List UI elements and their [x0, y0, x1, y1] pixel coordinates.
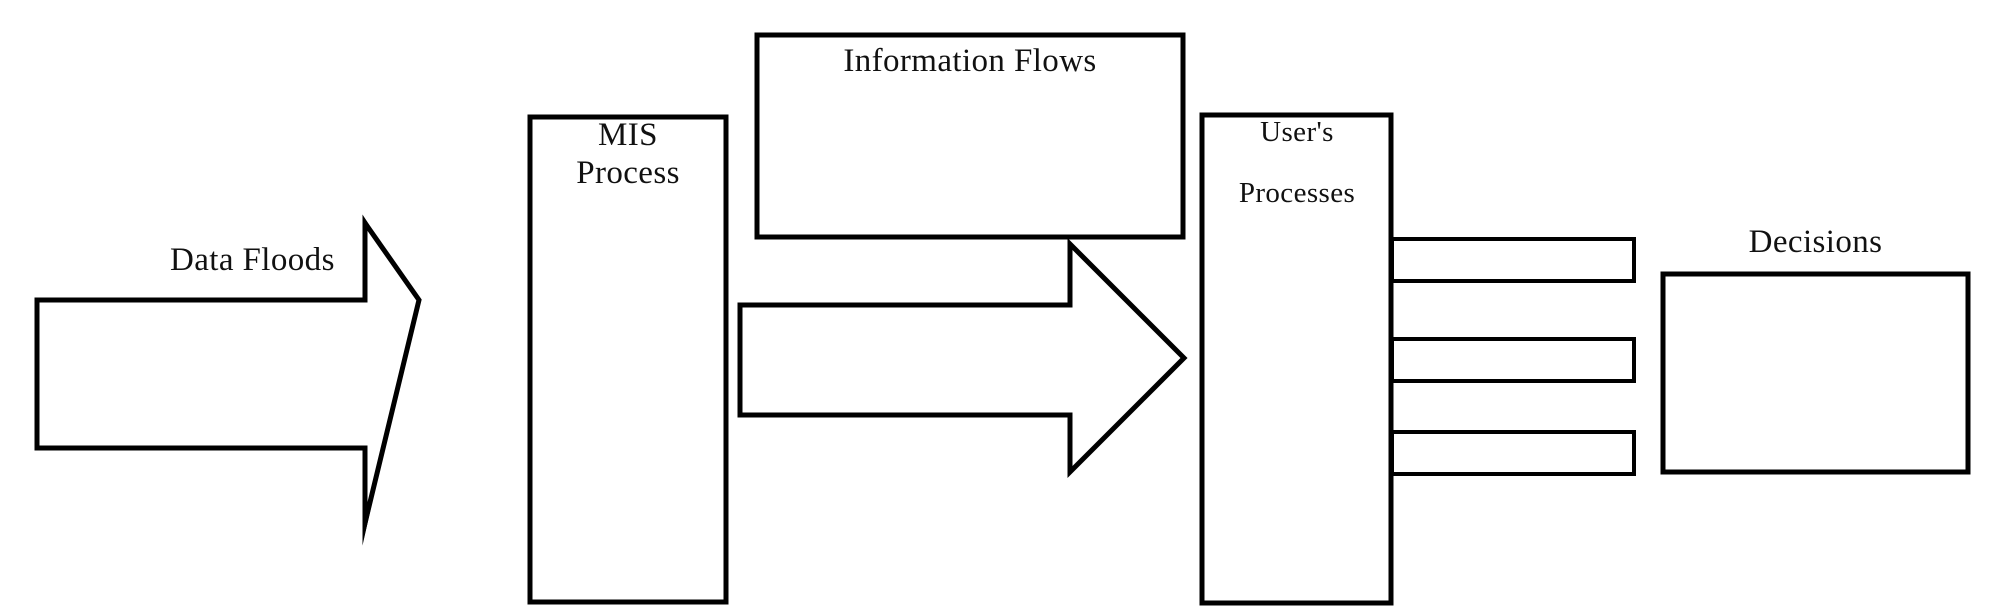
information-flows-box-shape[interactable]: [754, 32, 1186, 240]
mis-process-label-line1: MIS: [598, 117, 658, 153]
users-processes-label-line1: User's: [1260, 116, 1334, 148]
mis-process-label-line2: Process: [576, 155, 680, 191]
decisions-label: Decisions: [1748, 224, 1883, 260]
connector-bar-1-shape[interactable]: [1390, 237, 1636, 283]
mis-process-box-shape[interactable]: [527, 114, 729, 605]
decisions-box-shape[interactable]: [1660, 271, 1971, 475]
information-flows-arrow-shape[interactable]: [737, 237, 1188, 479]
information-flows-label: Information Flows: [843, 43, 1097, 79]
users-processes-box-shape[interactable]: [1199, 112, 1394, 606]
connector-bar-3-shape[interactable]: [1390, 430, 1636, 476]
data-floods-label: Data Floods: [170, 242, 335, 278]
connector-bar-2-shape[interactable]: [1390, 337, 1636, 383]
data-floods-arrow-outline[interactable]: [34, 215, 422, 544]
users-processes-label-line2: Processes: [1238, 177, 1356, 209]
